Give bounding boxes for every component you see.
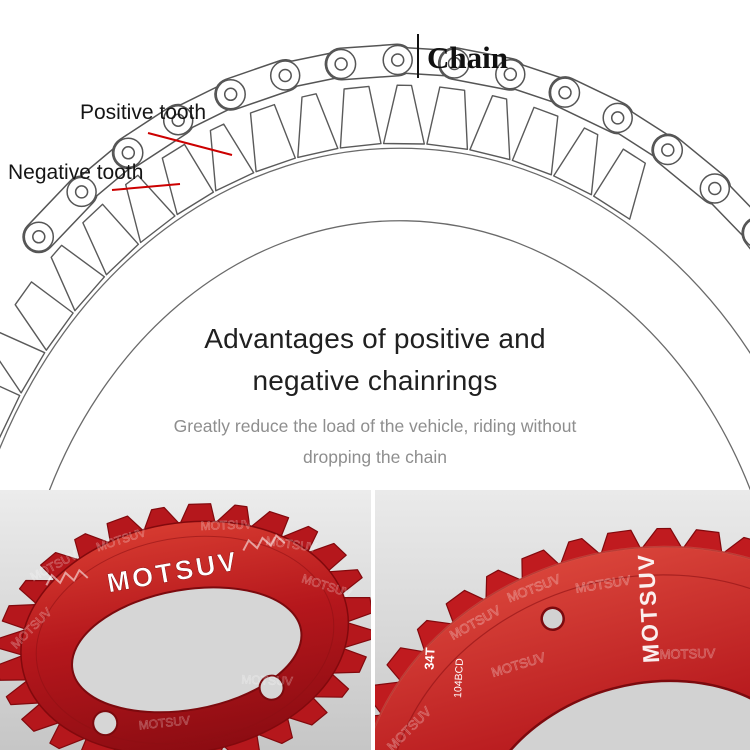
chainring-tooth <box>382 84 425 145</box>
chainring-tooth <box>161 143 215 216</box>
chain-pin <box>171 113 185 127</box>
chainring-teeth <box>0 84 646 439</box>
chain-roller <box>742 219 750 247</box>
left-bolt-hole <box>258 674 285 701</box>
chainring-tooth <box>125 174 176 244</box>
chainring-inner-edge <box>48 220 750 490</box>
chainring-line-drawing <box>0 34 750 490</box>
left-chainring: MOTSUV MOTSUV MOTSUV MOTSUV MOTSUV MOTSU… <box>0 503 371 750</box>
right-bolt-hole <box>540 606 565 632</box>
chainring-edges <box>0 147 750 490</box>
chainring-tooth <box>426 86 469 150</box>
illustration-section: Chain Positive tooth Negative tooth Adva… <box>0 34 750 490</box>
left-chainring-photo: MOTSUV MOTSUV MOTSUV MOTSUV MOTSUV MOTSU… <box>0 490 371 750</box>
chevron-pattern <box>242 533 286 551</box>
chainring-tooth <box>82 203 140 276</box>
chainring-tooth <box>14 281 74 351</box>
right-brand-logo: MOTSUV <box>632 552 664 664</box>
left-bolt-hole <box>92 710 119 737</box>
chain-pin <box>447 56 462 71</box>
chain-pin <box>558 85 572 100</box>
product-photos-section: MOTSUV MOTSUV MOTSUV MOTSUV MOTSUV MOTSU… <box>0 490 750 750</box>
negative-tooth-pointer-line <box>111 183 181 191</box>
chainring-tooth <box>469 95 511 161</box>
brand-watermark: MOTSUV <box>659 646 715 662</box>
subtitle: Greatly reduce the load of the vehicle, … <box>0 411 750 473</box>
chain-pin <box>278 68 292 83</box>
teeth-count-marking: 34T <box>421 647 437 670</box>
chain-pin <box>334 57 348 71</box>
chain-pin <box>121 146 136 160</box>
chain-pin <box>74 185 89 199</box>
chain-drawing <box>22 43 750 254</box>
chain-pin <box>610 111 625 125</box>
chainring-tooth <box>553 127 599 196</box>
left-product-photo: MOTSUV MOTSUV MOTSUV MOTSUV MOTSUV MOTSU… <box>0 490 371 750</box>
heading: Advantages of positive and negative chai… <box>0 318 750 402</box>
chainring-tooth <box>511 106 559 176</box>
subtitle-line-2: dropping the chain <box>303 447 447 467</box>
chain-pin <box>32 230 46 244</box>
chain-pin <box>390 53 405 67</box>
chain-pin <box>503 67 518 82</box>
brand-watermark: MOTSUV <box>241 673 293 689</box>
right-chainring-groove <box>387 574 750 750</box>
heading-line-2: negative chainrings <box>252 365 498 396</box>
chain-pin <box>223 87 238 102</box>
chain-label: Chain <box>427 40 508 75</box>
chevron-pattern <box>45 568 89 586</box>
negative-tooth-label: Negative tooth <box>8 161 144 184</box>
chain-pin <box>661 143 675 157</box>
bcd-marking: 104BCD <box>452 658 466 699</box>
positive-tooth-label: Positive tooth <box>80 101 207 124</box>
left-chainring-center-hole <box>71 586 303 714</box>
brand-watermark: MOTSUV <box>138 713 191 732</box>
chainring-tooth <box>249 103 296 173</box>
chainring-tooth <box>339 85 382 149</box>
right-chainring-edge-highlight <box>375 545 750 750</box>
brand-watermark: MOTSUV <box>200 517 252 533</box>
right-product-photo: 34T 104BCD MOTSUV MOTSUV MOTSUV MOTSUV M… <box>375 490 750 750</box>
chain-pin <box>708 181 722 196</box>
subtitle-line-1: Greatly reduce the load of the vehicle, … <box>173 416 577 436</box>
chainring-tooth <box>50 244 106 312</box>
positive-tooth-pointer-line <box>147 132 233 156</box>
chainring-outer-edge <box>0 147 750 450</box>
chainring-tooth <box>0 331 46 394</box>
heading-line-1: Advantages of positive and <box>204 323 546 354</box>
right-chainring-photo: 34T 104BCD MOTSUV MOTSUV MOTSUV MOTSUV M… <box>375 490 750 750</box>
chainring-tooth <box>593 148 646 220</box>
left-chainring-groove <box>35 535 335 745</box>
chainring-tooth <box>0 385 21 439</box>
chainring-tooth <box>297 93 339 159</box>
